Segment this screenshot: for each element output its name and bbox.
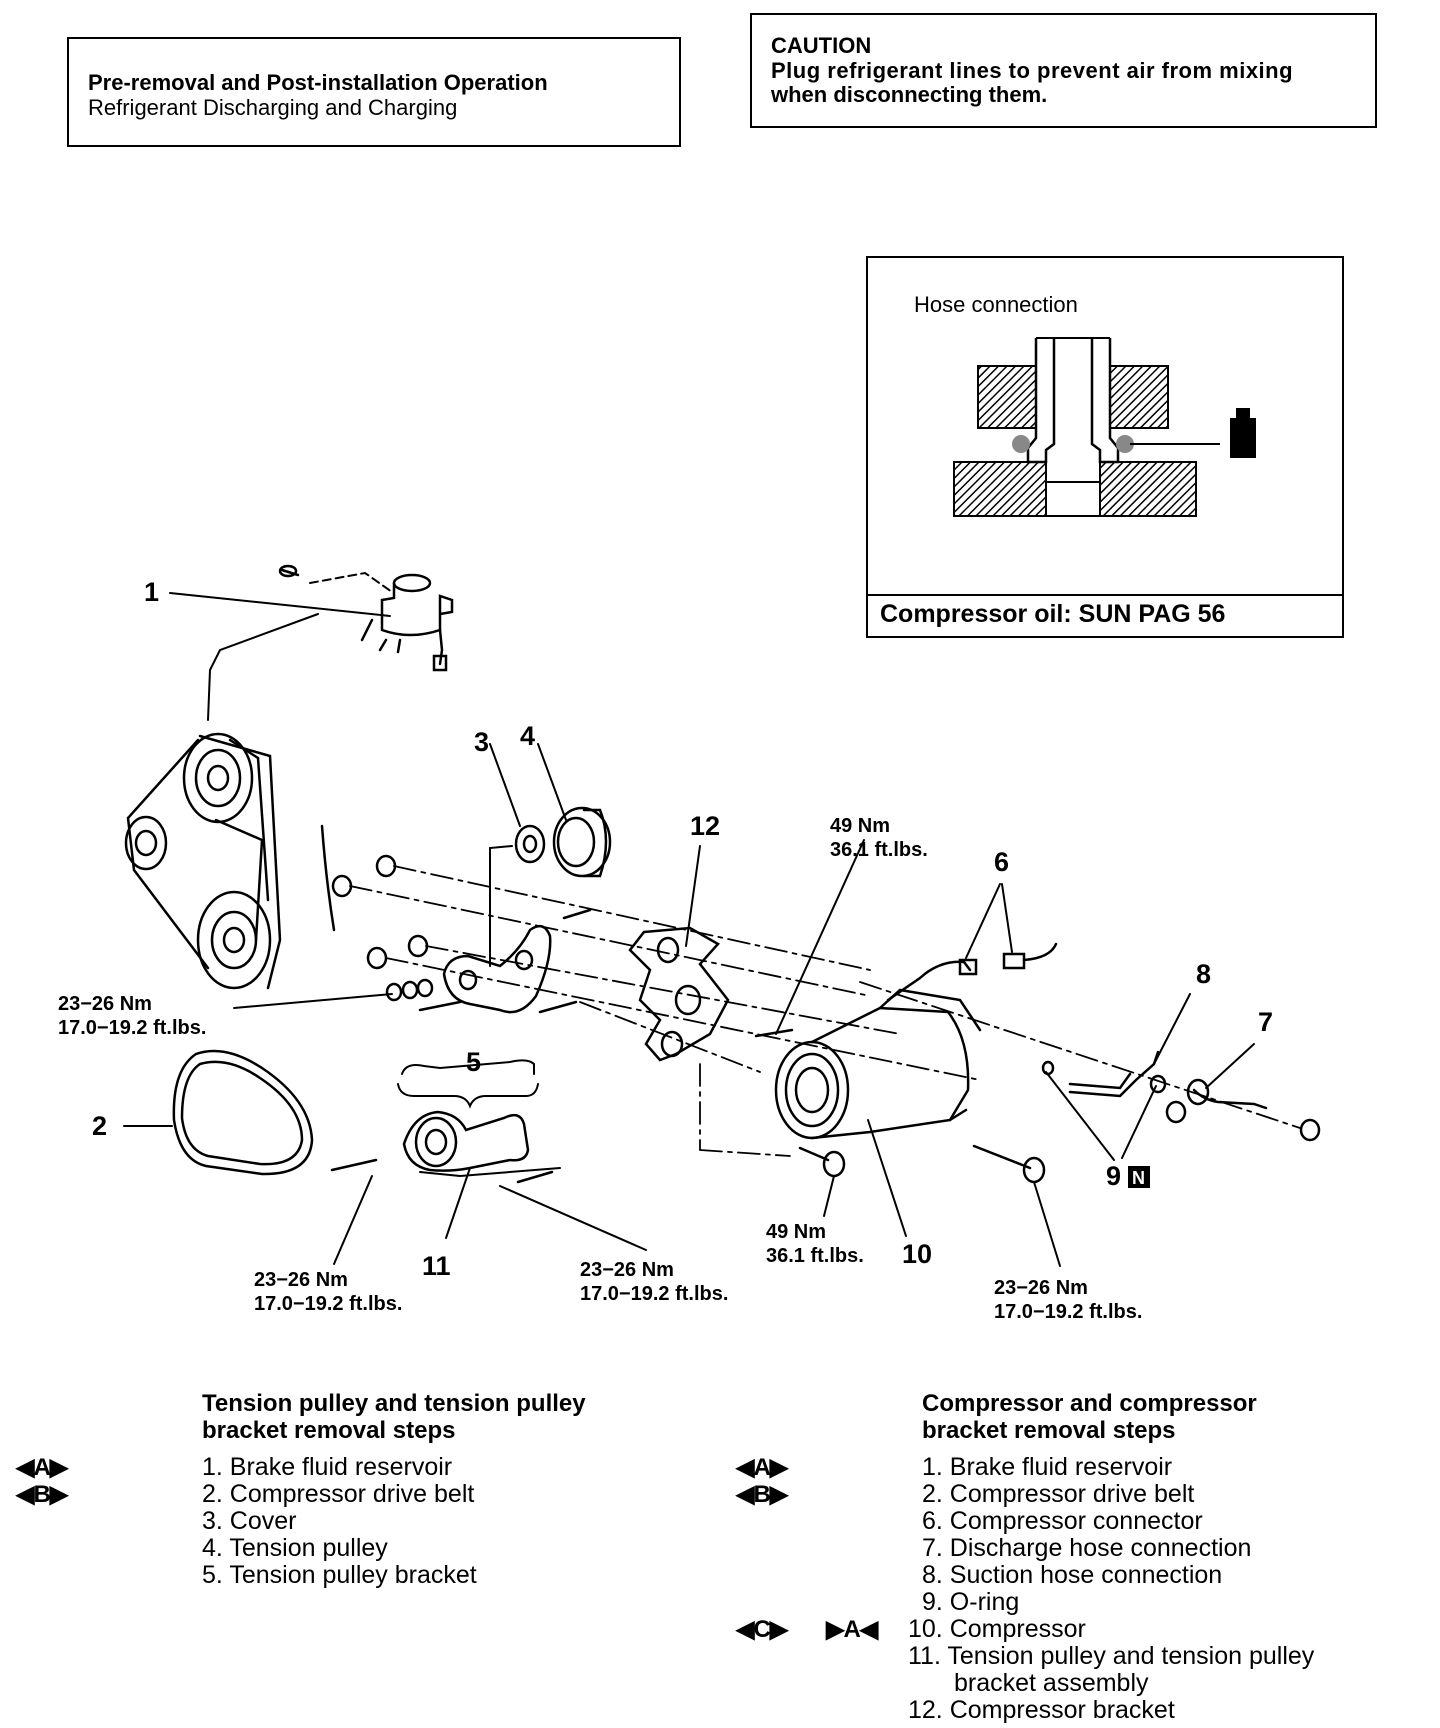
right-symbol-a: ◀A▶ [736, 1454, 788, 1481]
right-symbol-c: ◀C▶ [736, 1616, 788, 1643]
right-symbol-b: ◀B▶ [736, 1481, 788, 1508]
left-step-4: 4. Tension pulley [202, 1534, 388, 1562]
hose-connection-inset: Hose connection Compressor oil: SUN PAG … [866, 256, 1344, 638]
callout-1: 1 [144, 577, 160, 607]
tension-pulley-bracket [401, 924, 552, 1075]
compressor-drive-belt [123, 1049, 314, 1176]
right-step-6: 6. Compressor connector [922, 1507, 1203, 1535]
compressor [774, 839, 982, 1237]
left-steps-title-2: bracket removal steps [202, 1417, 456, 1444]
pre-removal-title: Pre-removal and Post-installation Operat… [88, 70, 548, 95]
right-steps-title-2: bracket removal steps [922, 1417, 1176, 1444]
discharge-hose [1186, 1043, 1321, 1142]
tension-pulley-bracket-assembly [333, 1110, 647, 1265]
callout-12: 12 [690, 811, 721, 841]
caution-title: CAUTION [771, 33, 872, 58]
torque-left-ftlbs: 17.0−19.2 ft.lbs. [58, 1017, 207, 1039]
torque-left-nm: 23−26 Nm [58, 993, 152, 1015]
right-step-10: 10. Compressor [908, 1615, 1086, 1643]
torque-top-49-ftlbs: 36.1 ft.lbs. [830, 839, 928, 861]
right-step-12: 12. Compressor bracket [908, 1696, 1175, 1724]
torque-bottom-right-ftlbs: 17.0−19.2 ft.lbs. [994, 1301, 1143, 1323]
right-step-11: 11. Tension pulley and tension pulley [908, 1642, 1315, 1670]
callout-6: 6 [994, 847, 1010, 877]
torque-bottom-right-nm: 23−26 Nm [994, 1277, 1088, 1299]
bracket-bolts [330, 854, 794, 1184]
callout-7: 7 [1258, 1007, 1274, 1037]
compressor-connector [886, 883, 1058, 1002]
callout-2: 2 [92, 1111, 108, 1141]
left-step-5: 5. Tension pulley bracket [202, 1561, 477, 1589]
left-symbol-a: ◀A▶ [16, 1454, 68, 1481]
right-symbol-a-install: ▶A◀ [826, 1616, 878, 1643]
suction-hose [1041, 993, 1191, 1124]
torque-bottom-left-ftlbs: 17.0−19.2 ft.lbs. [254, 1293, 403, 1315]
callout-4: 4 [520, 721, 536, 751]
caution-box: CAUTION Plug refrigerant lines to preven… [750, 13, 1377, 128]
engine-pulleys [124, 732, 336, 990]
torque-bottom-49-nm: 49 Nm [766, 1221, 827, 1243]
torque-bottom-mid-nm: 23−26 Nm [580, 1259, 674, 1281]
brake-fluid-reservoir [278, 564, 454, 672]
compressor-oil-label: Compressor oil: SUN PAG 56 [880, 600, 1226, 628]
tension-pulley [489, 743, 612, 967]
right-step-7: 7. Discharge hose connection [922, 1534, 1252, 1562]
caution-line-1: Plug refrigerant lines to prevent air fr… [771, 58, 1294, 83]
torque-bottom-mid-ftlbs: 17.0−19.2 ft.lbs. [580, 1283, 729, 1305]
left-step-2: 2. Compressor drive belt [202, 1480, 475, 1508]
callout-11: 11 [422, 1251, 451, 1281]
torque-bottom-49-ftlbs: 36.1 ft.lbs. [766, 1245, 864, 1267]
callout-5: 5 [466, 1047, 482, 1077]
callout-3: 3 [474, 727, 490, 757]
right-step-8: 8. Suction hose connection [922, 1561, 1223, 1589]
callout-8: 8 [1196, 959, 1212, 989]
callout-10: 10 [902, 1239, 933, 1269]
left-symbol-b: ◀B▶ [16, 1481, 68, 1508]
svg-text:N: N [1132, 1168, 1145, 1188]
torque-top-49-nm: 49 Nm [830, 815, 891, 837]
right-step-1: 1. Brake fluid reservoir [922, 1453, 1173, 1481]
hose-connection-label: Hose connection [914, 292, 1078, 317]
pre-removal-subtitle: Refrigerant Discharging and Charging [88, 95, 458, 120]
left-step-1: 1. Brake fluid reservoir [202, 1453, 453, 1481]
right-step-2: 2. Compressor drive belt [922, 1480, 1195, 1508]
torque-bottom-left-nm: 23−26 Nm [254, 1269, 348, 1291]
callout-9: 9 [1106, 1161, 1122, 1191]
right-steps-title-1: Compressor and compressor [922, 1390, 1257, 1417]
pre-removal-box: Pre-removal and Post-installation Operat… [67, 37, 681, 147]
compressor-mount-bolt [972, 1144, 1061, 1267]
hose-connection-drawing [953, 337, 1256, 517]
right-step-11-cont: bracket assembly [954, 1669, 1149, 1697]
left-steps-title-1: Tension pulley and tension pulley [202, 1390, 586, 1417]
right-step-9: 9. O-ring [922, 1588, 1020, 1616]
left-step-3: 3. Cover [202, 1507, 297, 1535]
compressor-bracket [628, 845, 730, 1062]
caution-line-2: when disconnecting them. [771, 82, 1048, 107]
inset-divider [868, 594, 1342, 596]
